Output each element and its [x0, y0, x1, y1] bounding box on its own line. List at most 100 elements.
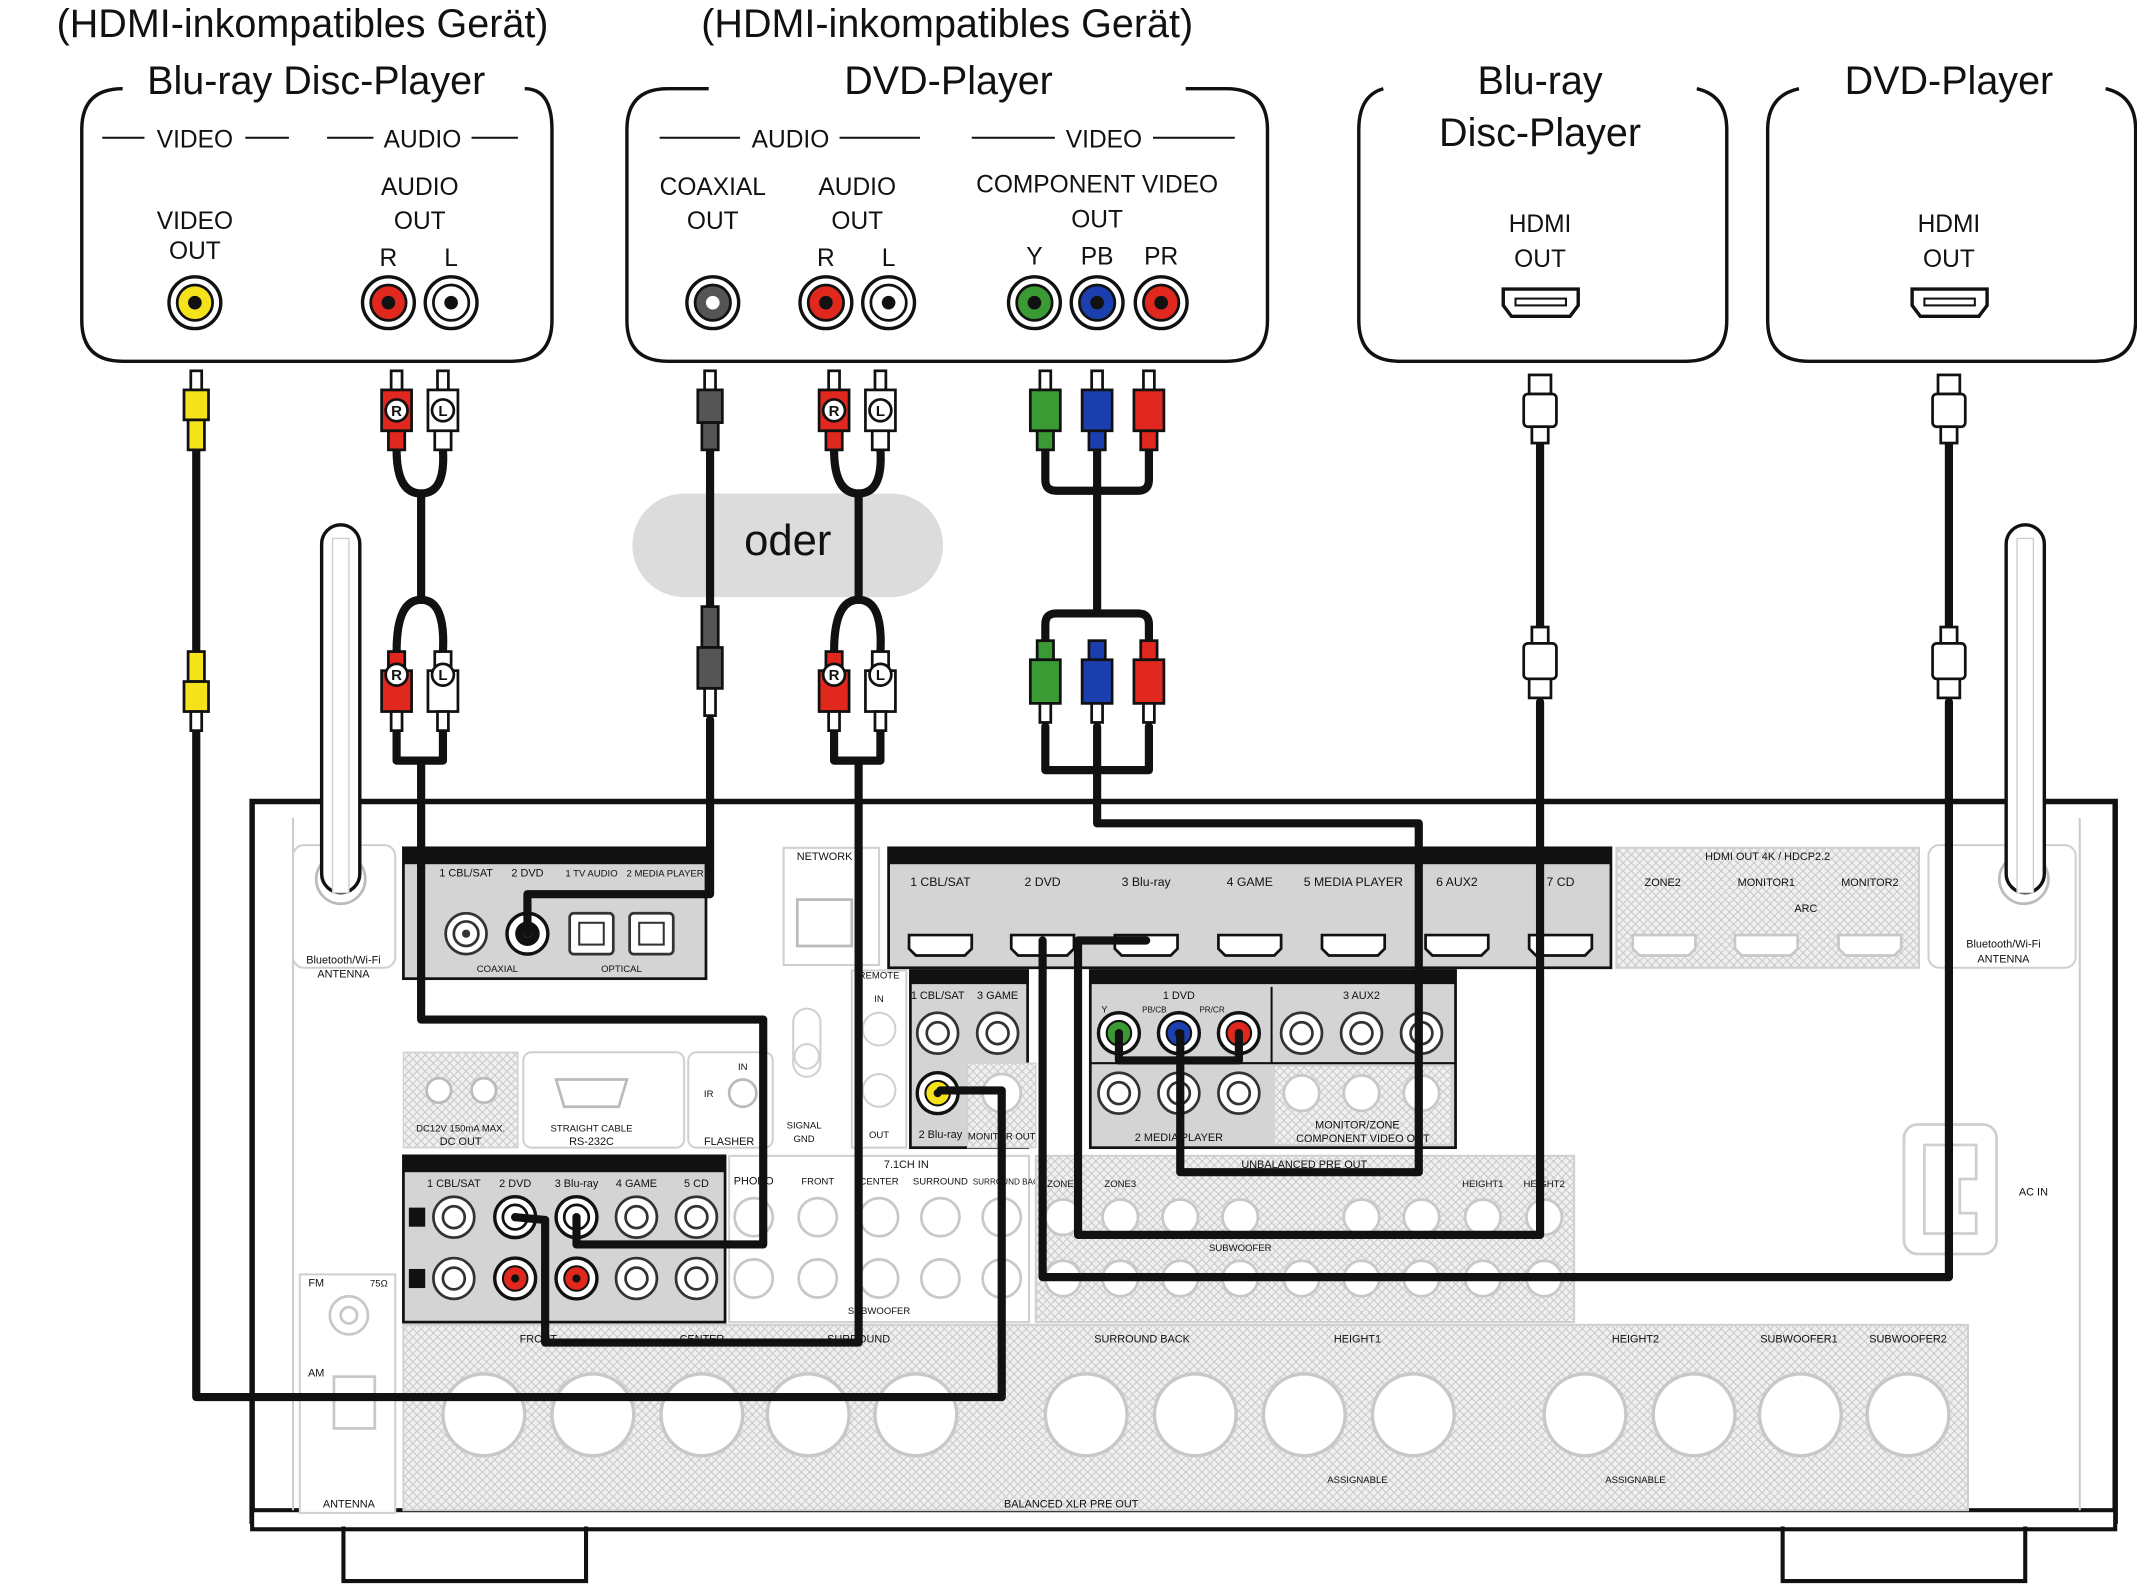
- antenna-left: Bluetooth/Wi-Fi ANTENNA: [291, 523, 397, 980]
- network-port: NETWORK: [782, 846, 881, 967]
- audio-in-title: AUDIO IN (ASSIGNABLE): [499, 1159, 630, 1171]
- hdmi-out-zone2: ZONE2: [1645, 877, 1681, 889]
- dvd-audio-r-jack: [798, 275, 854, 331]
- hdmi-in-2: 2 DVD: [1025, 875, 1061, 889]
- dvd-y: Y: [1026, 244, 1042, 271]
- dvd-coaxial-out: COAXIAL: [660, 174, 766, 201]
- bd-hdmi-title-2: Disc-Player: [1439, 111, 1641, 155]
- oder-bubble: oder: [632, 493, 944, 598]
- bd-hdmi-out: HDMI: [1509, 211, 1572, 238]
- component-y: Y: [1101, 1005, 1108, 1016]
- hdmi-out-monitor1: MONITOR1: [1738, 877, 1795, 889]
- digital-ch-1: 1 CBL/SAT: [439, 867, 493, 879]
- ch71-label: 7.1CH IN: [884, 1159, 929, 1171]
- video-in-1: 1 CBL/SAT: [911, 990, 965, 1002]
- flasher-in: IN: [738, 1062, 748, 1073]
- bd-audio-plug-l-top: [426, 369, 460, 452]
- signal-gnd-label-2: GND: [794, 1134, 815, 1145]
- dc-out-label: DC OUT: [440, 1136, 482, 1148]
- hdmi-in-6: 6 AUX2: [1436, 875, 1478, 889]
- dvd-incompat-title: DVD-Player: [844, 59, 1053, 103]
- audio-in-5: 5 CD: [684, 1178, 709, 1190]
- xlr-assignable-1: ASSIGNABLE: [1327, 1475, 1387, 1486]
- device-bd-incompatible: (HDMI-inkompatibles Gerät) Blu-ray Disc-…: [57, 2, 554, 363]
- monitor-zone-label: MONITOR/ZONE: [1315, 1120, 1400, 1132]
- antenna-label: ANTENNA: [323, 1498, 376, 1510]
- bd-audio-plug-r-top: [380, 369, 413, 452]
- flasher-ir: IR: [704, 1089, 714, 1100]
- bd-video-jack: [167, 275, 223, 331]
- dvd-pr-jack: [1133, 275, 1189, 331]
- pre-out-sub: SUBWOOFER: [1209, 1243, 1272, 1254]
- coaxial-plug-bottom: [696, 605, 724, 717]
- fm-label: FM: [308, 1278, 324, 1290]
- dvd-hdmi-out-2: OUT: [1923, 246, 1975, 273]
- signal-gnd-label: SIGNAL: [787, 1121, 822, 1132]
- dvd-y-jack: [1006, 275, 1063, 331]
- coaxial-label: COAXIAL: [477, 964, 518, 975]
- bd-l: L: [444, 245, 458, 272]
- bd-video-out: VIDEO: [157, 208, 233, 235]
- rs232c-cable: STRAIGHT CABLE: [551, 1123, 633, 1134]
- antenna-right: Bluetooth/Wi-Fi ANTENNA: [1927, 523, 2077, 969]
- antenna-left-label: Bluetooth/Wi-Fi: [306, 955, 380, 967]
- plug-letter-r: R: [829, 403, 840, 420]
- digital-ch-2: 2 DVD: [511, 867, 543, 879]
- ch71-in-area: PHONO 7.1CH IN FRONT CENTER SURROUND SUR…: [728, 1154, 1045, 1324]
- dvd-video-section: VIDEO: [1066, 126, 1142, 153]
- pre-out-height1: HEIGHT1: [1462, 1179, 1503, 1190]
- arc-label: ARC: [1794, 903, 1817, 915]
- hdmi-in-7: 7 CD: [1547, 875, 1575, 889]
- component-plugs-top: [1028, 369, 1166, 452]
- bd-r: R: [380, 245, 398, 272]
- dvd-component-out: COMPONENT VIDEO: [976, 171, 1218, 198]
- plug-letter-r: R: [391, 403, 402, 420]
- ch71-surround: SURROUND: [913, 1176, 968, 1187]
- yellow-plug-bottom: [182, 650, 210, 732]
- bd-incompat-note: (HDMI-inkompatibles Gerät): [57, 2, 549, 46]
- pre-out-zone2: ZONE2: [1047, 1179, 1079, 1190]
- video-in-title: VIDEO IN (ASSIGNABLE): [912, 973, 1025, 984]
- phono-label: PHONO: [734, 1175, 774, 1187]
- dvd-audio-plug-l-top: [864, 369, 897, 452]
- am-label: AM: [308, 1368, 324, 1380]
- xlr-height2: HEIGHT2: [1612, 1334, 1659, 1346]
- component-plugs-bottom: [1028, 639, 1166, 724]
- network-label: NETWORK: [797, 851, 853, 863]
- audio-in-3: 3 Blu-ray: [555, 1178, 599, 1190]
- remote-in-label: IN: [874, 994, 884, 1005]
- audio-in-panel: AUDIO IN (ASSIGNABLE) 1 CBL/SAT 2 DVD 3 …: [402, 1154, 727, 1324]
- audio-in-4: 4 GAME: [616, 1178, 657, 1190]
- plug-letter-l: L: [876, 403, 885, 420]
- hdmi-in-panel: HDMI IN 4K / HDCP2.2 (ASSIGNABLE) 1 CBL/…: [887, 846, 1613, 970]
- dvd-audio-out: AUDIO: [818, 174, 896, 201]
- ac-in: AC IN: [1902, 1123, 2048, 1256]
- video-in-2: 2 Blu-ray: [919, 1129, 963, 1141]
- unbalanced-label: UNBALANCED PRE OUT: [1241, 1159, 1367, 1171]
- hdmi-out-panel: HDMI OUT 4K / HDCP2.2 ZONE2 MONITOR1 MON…: [1615, 846, 1920, 969]
- audio-in-2: 2 DVD: [499, 1178, 531, 1190]
- hdmi-plug-bd-bottom: [1522, 625, 1558, 700]
- balanced-xlr-area: BALANCED XLR PRE OUT FRONT CENTER SURROU…: [402, 1323, 1970, 1512]
- component-pb: PB/CB: [1142, 1006, 1167, 1015]
- digital-ch-3: 1 TV AUDIO: [565, 868, 617, 879]
- hdmi-out-monitor2: MONITOR2: [1841, 877, 1898, 889]
- bd-video-out-2: OUT: [169, 238, 221, 265]
- balanced-xlr-label: BALANCED XLR PRE OUT: [1004, 1498, 1139, 1510]
- receiver-rear-panel: Bluetooth/Wi-Fi ANTENNA Bluetooth/Wi-Fi …: [249, 523, 2118, 1584]
- plug-letters: R L R L R L R L: [391, 403, 885, 684]
- hdmi-in-3: 3 Blu-ray: [1122, 875, 1172, 889]
- dvd-component-out-2: OUT: [1071, 207, 1123, 234]
- dvd-audio-l-jack: [861, 275, 917, 331]
- dc-out-area: DC12V 150mA MAX. DC OUT: [402, 1051, 519, 1149]
- audio-in-1: 1 CBL/SAT: [427, 1178, 481, 1190]
- plugs: [182, 369, 1967, 732]
- plug-letter-l: L: [438, 403, 447, 420]
- dvd-l: L: [882, 245, 896, 272]
- dvd-hdmi-port: [1910, 287, 1989, 319]
- device-dvd-incompatible: (HDMI-inkompatibles Gerät) DVD-Player AU…: [625, 2, 1270, 363]
- dvd-r: R: [817, 245, 835, 272]
- rs232c-label: RS-232C: [569, 1136, 614, 1148]
- pre-out-zone3: ZONE3: [1104, 1179, 1136, 1190]
- flasher-area: IR IN FLASHER: [687, 1051, 774, 1149]
